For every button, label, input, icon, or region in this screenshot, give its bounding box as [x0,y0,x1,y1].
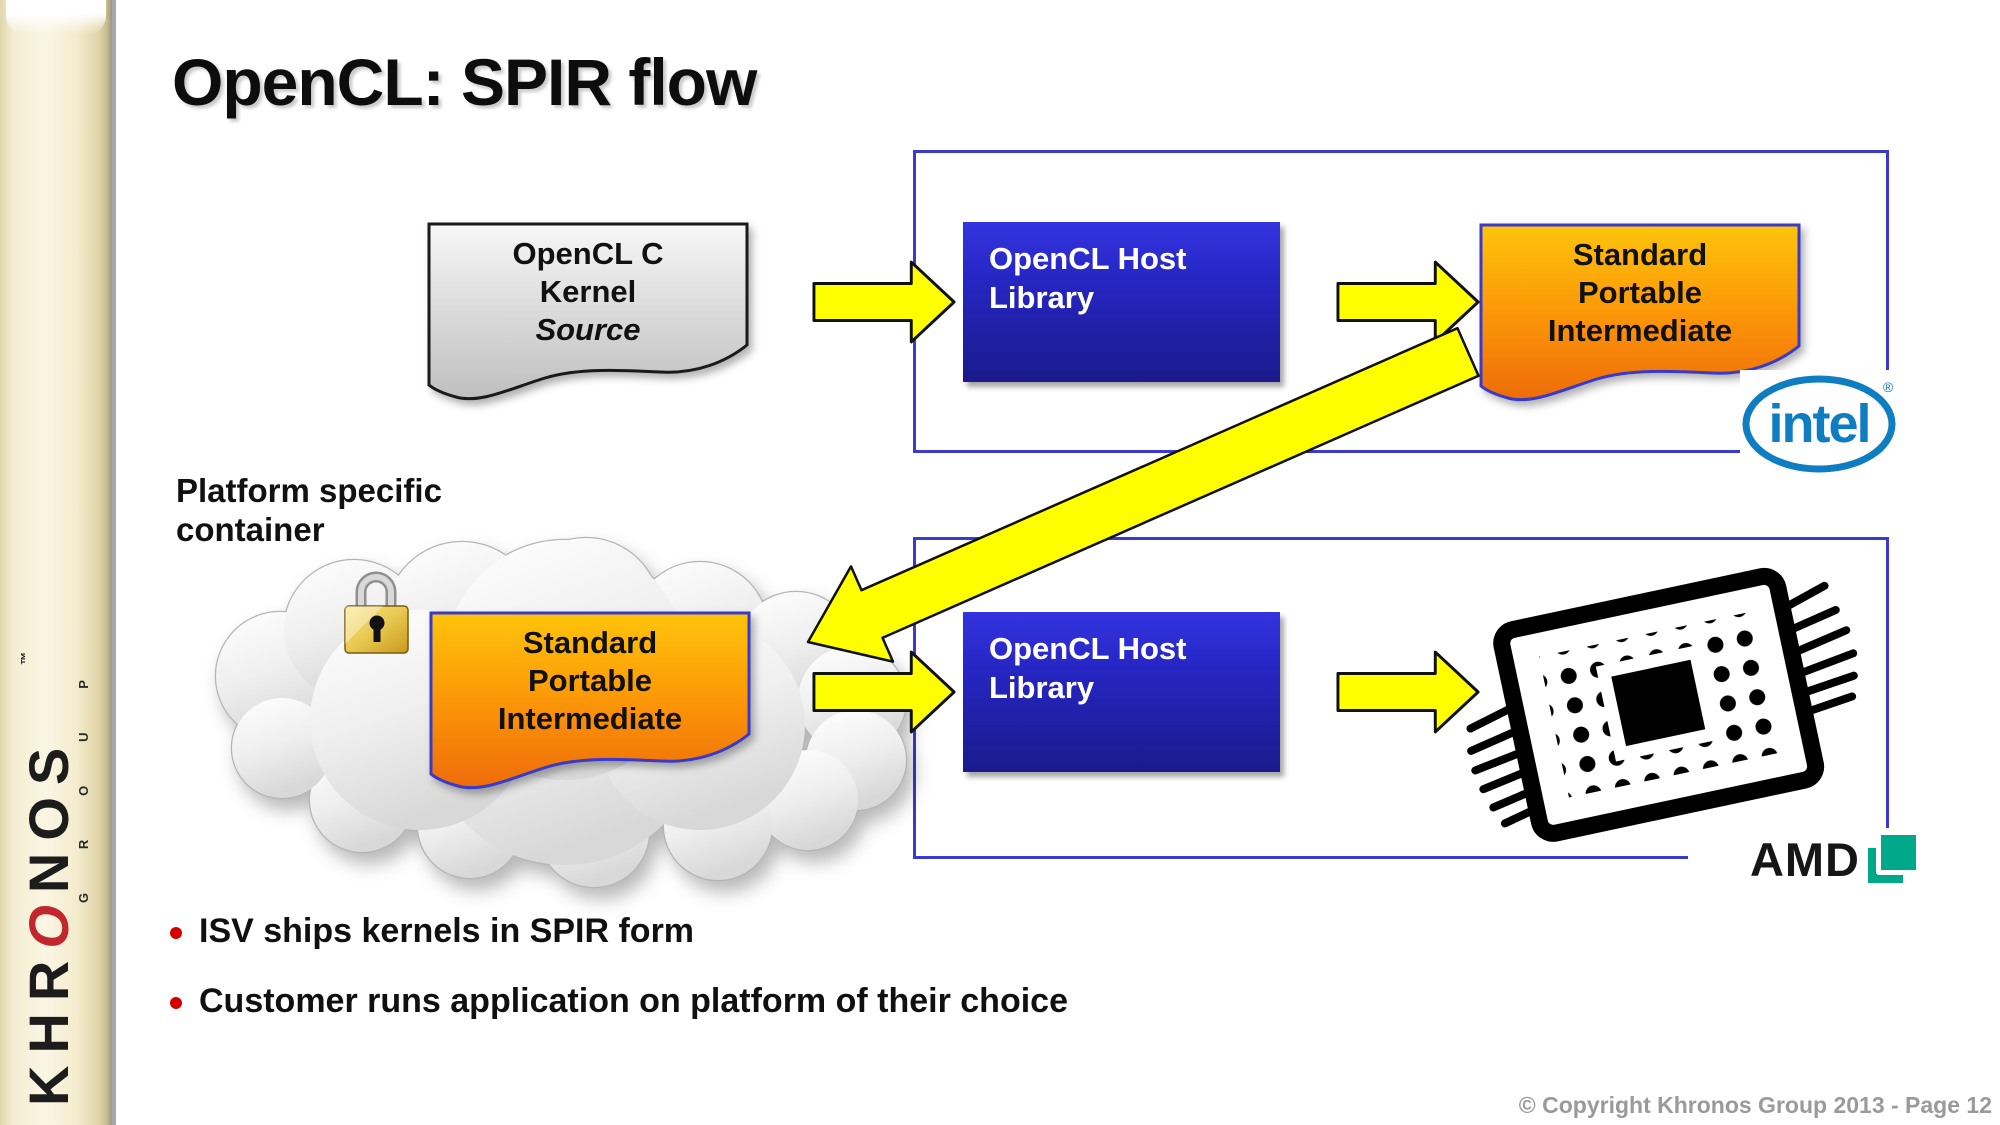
copyright-footer: © Copyright Khronos Group 2013 - Page 12 [1518,1092,1992,1118]
source-doc-line2: Kernel [539,274,637,309]
bullet-dot [170,997,182,1009]
processor-chip-icon [1466,567,1858,842]
intel-logo-text: intel [1768,394,1869,454]
spir-doc-label: Standard Portable Intermediate [428,610,752,738]
source-doc-label: OpenCL C Kernel Source [426,221,750,349]
opencl-source-doc: OpenCL C Kernel Source [426,221,750,407]
spir-line1: Standard [1572,237,1708,272]
bullet-item: Customer runs application on platform of… [170,982,1068,1021]
source-doc-line3: Source [535,312,641,347]
khronos-brand-pre: KHR [17,948,80,1106]
host-library-box-intel: OpenCL Host Library [963,222,1280,382]
spir-doc-label: Standard Portable Intermediate [1478,222,1802,350]
lock-icon [344,571,409,654]
platform-note: Platform specific container [176,472,442,548]
bullet-text: Customer runs application on platform of… [199,982,1068,1020]
group-letter: U [76,730,91,742]
khronos-brand-post: NOS [17,735,80,894]
group-letter: P [76,678,91,689]
bullet-item: ISV ships kernels in SPIR form [170,912,694,951]
group-letter: O [76,783,91,796]
source-doc-line1: OpenCL C [512,236,664,271]
amd-logo-text: AMD [1749,832,1860,886]
amd-arrow-mark [1868,835,1916,883]
spir-line2: Portable [1577,275,1703,310]
khronos-group-label: G R O U P [76,678,91,903]
group-letter: G [76,890,91,903]
intel-registered-mark: ® [1883,379,1894,395]
host-library-box-amd: OpenCL Host Library [963,612,1280,772]
intel-logo-graphic: intel ® [1742,375,1896,473]
bullet-dot [170,927,182,939]
khronos-red-o: O [17,893,80,949]
spir-line1: Standard [522,625,658,660]
khronos-tm: ™ [18,652,33,665]
spir-line3: Intermediate [1547,313,1733,348]
khronos-logo: KHRONOS ™ G R O U P [16,652,102,1106]
amd-logo: AMD [1688,828,1916,890]
bullet-text: ISV ships kernels in SPIR form [199,912,695,950]
page-title: OpenCL: SPIR flow [172,45,757,119]
spir-doc-intel: Standard Portable Intermediate [1478,222,1802,408]
group-letter: R [76,837,91,850]
spir-doc-cloud: Standard Portable Intermediate [428,610,752,796]
khronos-sidebar: KHRONOS ™ G R O U P [0,0,116,1125]
intel-logo: intel ® [1740,370,1902,476]
spir-line3: Intermediate [497,701,683,736]
spir-line2: Portable [527,663,653,698]
